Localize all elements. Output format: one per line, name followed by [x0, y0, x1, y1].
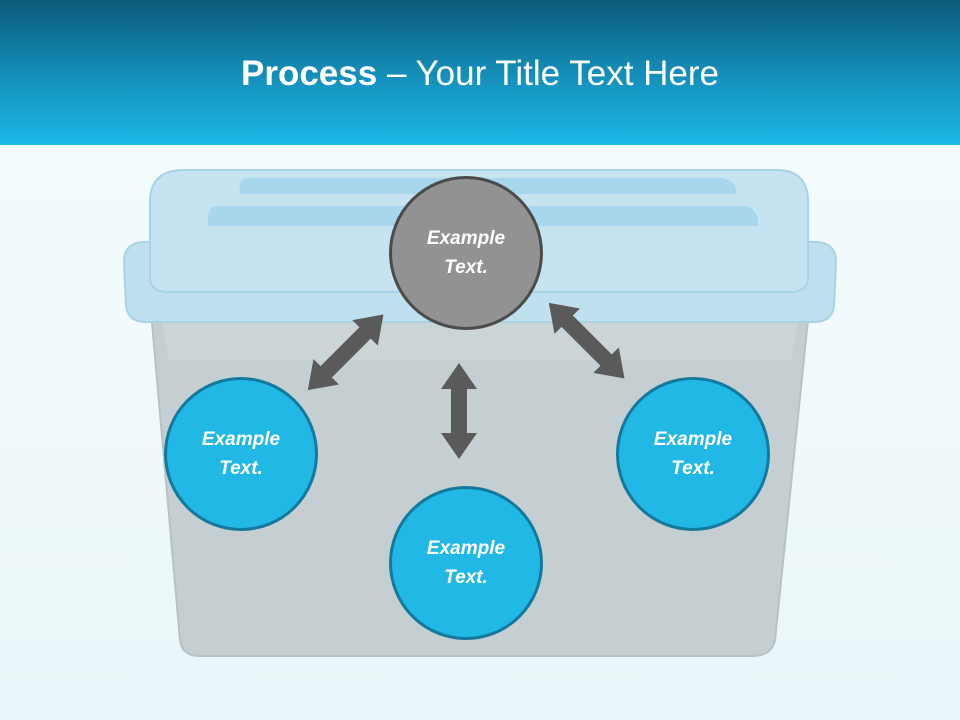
node-top-text: Example Text.: [426, 228, 506, 278]
arrow-up-left-down-right: [307, 314, 384, 391]
diagonal-arrow-right: [548, 302, 625, 379]
node-bottom-text: Example Text.: [426, 538, 506, 588]
process-node-bottom: Example Text.: [389, 486, 543, 640]
process-node-left: Example Text.: [164, 377, 318, 531]
process-node-right: Example Text.: [616, 377, 770, 531]
diagonal-arrow-left: [307, 314, 384, 391]
vertical-arrow: [441, 363, 477, 459]
node-left-text: Example Text.: [201, 429, 281, 479]
title-banner: [0, 0, 960, 145]
process-node-top: Example Text.: [389, 176, 543, 330]
title-bold: Process: [241, 54, 378, 93]
slide-title: Process – Your Title Text Here: [0, 52, 960, 96]
title-rest: – Your Title Text Here: [377, 54, 719, 93]
node-right-text: Example Text.: [653, 429, 733, 479]
box-body: [148, 299, 812, 657]
